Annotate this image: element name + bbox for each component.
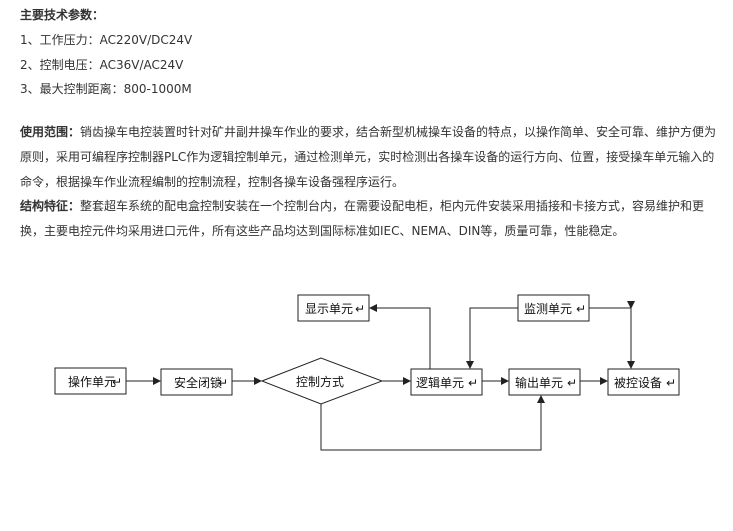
output-unit-label: 输出单元 [515,375,563,390]
logic-unit-label: 逻辑单元 [416,376,464,390]
structure-label: 结构特征： [20,199,81,213]
param-item-2: 2、控制电压：AC36V/AC24V [20,58,184,72]
structure-paragraph: 结构特征：整套超车系统的配电盒控制安装在一个控制台内，在需要设配电柜，柜内元件安… [20,194,720,244]
controlled-device-box [607,368,680,396]
safety-lock-box [160,368,233,396]
logic-unit-mark: ↵ [468,376,478,390]
arrow-control-to-output-bypass [320,395,545,451]
usage-paragraph: 使用范围：销齿操车电控装置时针对矿井副井操车作业的要求，结合新型机械操车设备的特… [20,120,720,195]
operate-unit-mark: ↵ [112,375,122,389]
param-item-1: 1、工作压力：AC220V/DC24V [20,33,193,47]
logic-unit-box [410,368,483,396]
control-mode-label: 控制方式 [296,374,344,389]
monitor-unit-label: 监测单元 [524,302,572,316]
safety-lock-mark: ↵ [218,376,228,390]
display-unit-box [297,294,370,322]
usage-label: 使用范围： [20,125,81,139]
params-title: 主要技术参数： [20,8,105,22]
monitor-unit-mark: ↵ [576,302,586,316]
arrow-logic-to-display [369,304,431,369]
structure-text: 整套超车系统的配电盒控制安装在一个控制台内，在需要设配电柜，柜内元件安装采用插接… [20,199,705,238]
output-unit-mark: ↵ [567,376,577,390]
controlled-device-mark: ↵ [666,376,676,390]
arrow-monitor-to-logic [466,307,518,369]
output-unit-box [508,368,581,396]
controlled-device-label: 被控设备 [614,376,662,390]
usage-text: 销齿操车电控装置时针对矿井副井操车作业的要求，结合新型机械操车设备的特点，以操作… [20,125,717,189]
safety-lock-label: 安全闭锁 [174,375,222,390]
display-unit-label: 显示单元 [305,302,353,316]
param-item-3: 3、最大控制距离：800-1000M [20,82,192,96]
display-unit-mark: ↵ [355,302,365,316]
operate-unit-label: 操作单元 [68,374,116,389]
